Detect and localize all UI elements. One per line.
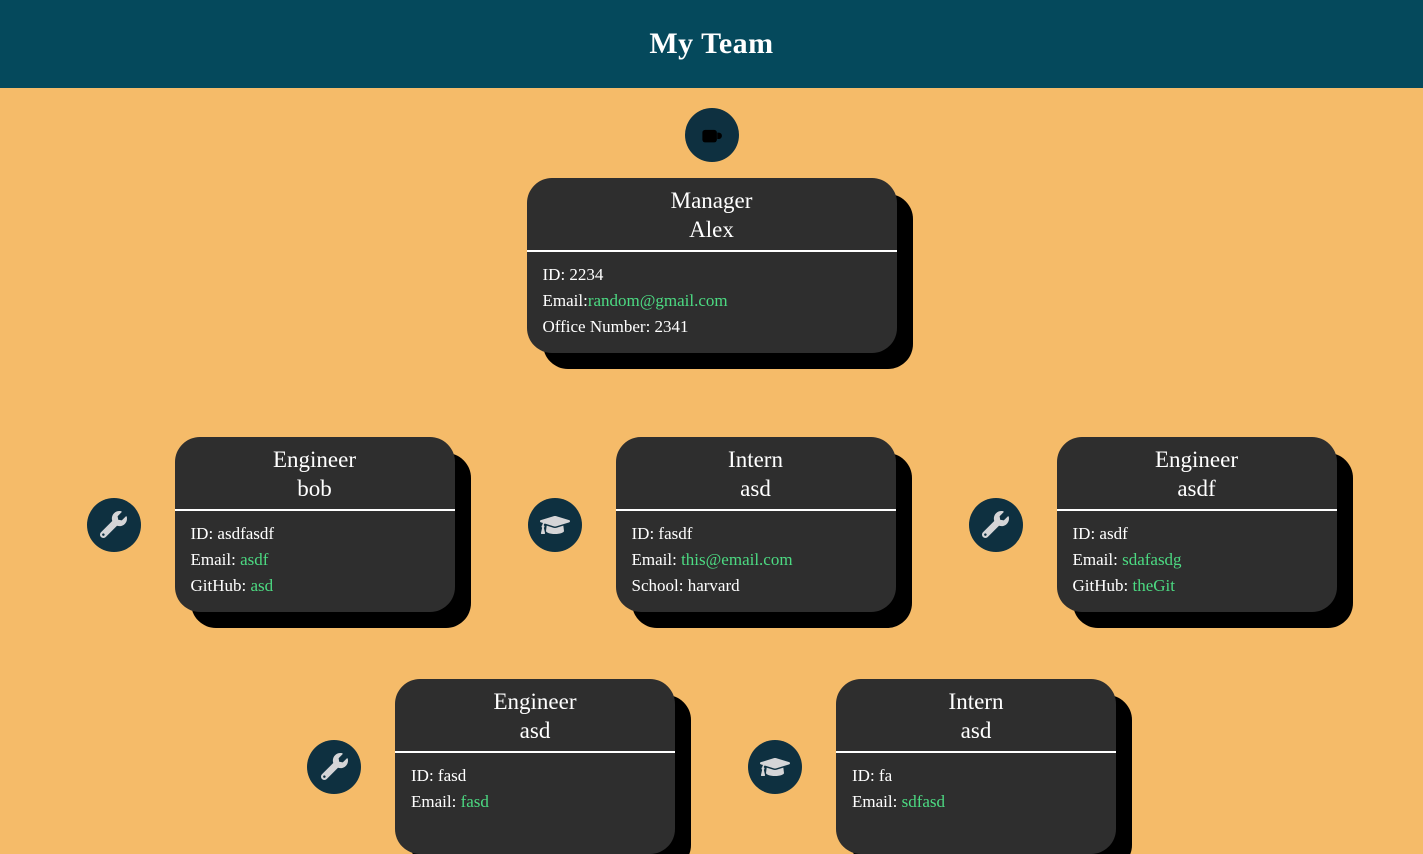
school-value: harvard <box>687 576 740 595</box>
engineer-node: Engineer asd ID: fasd Email: fasd <box>307 679 675 854</box>
member-name: asd <box>960 718 992 743</box>
detail-line: Email: fasd <box>411 792 659 812</box>
member-card-header: Manager Alex <box>526 178 897 252</box>
detail-label: ID: <box>1072 524 1100 543</box>
wrench-icon <box>86 497 141 552</box>
member-role: Engineer <box>272 447 356 472</box>
detail-line: ID: 2234 <box>543 265 881 285</box>
member-name: asd <box>519 718 551 743</box>
detail-line: Email: sdfasd <box>852 792 1100 812</box>
detail-label: Email: <box>190 550 241 569</box>
detail-line: ID: fasdf <box>632 524 880 544</box>
detail-line: GitHub: theGit <box>1073 576 1321 596</box>
member-details: ID: asdf Email: sdafasdg GitHub: theGit <box>1057 511 1337 610</box>
engineer-node: Engineer asdf ID: asdf Email: sdafasdg G… <box>968 437 1337 612</box>
detail-line: ID: fasd <box>411 766 659 786</box>
member-details: ID: 2234 Email:random@gmail.com Office N… <box>527 252 897 351</box>
detail-label: Email: <box>1072 550 1123 569</box>
email-link[interactable]: this@email.com <box>681 550 793 569</box>
detail-label: ID: <box>190 524 218 543</box>
office-number-value: 2341 <box>654 317 689 336</box>
detail-label: ID: <box>631 524 659 543</box>
detail-line: ID: asdfasdf <box>191 524 439 544</box>
graduation-cap-icon <box>748 739 802 794</box>
email-link[interactable]: sdafasdg <box>1122 550 1182 569</box>
wrench-icon <box>307 739 361 794</box>
member-card-header: Engineer asdf <box>1056 437 1337 511</box>
member-details: ID: fasd Email: fasd <box>395 753 675 826</box>
id-value: 2234 <box>569 265 604 284</box>
member-card: Engineer asdf ID: asdf Email: sdafasdg G… <box>1056 437 1337 612</box>
id-value: fa <box>878 766 893 785</box>
intern-node: Intern asd ID: fasdf Email: this@email.c… <box>527 437 896 612</box>
member-role: Engineer <box>1154 447 1238 472</box>
email-link[interactable]: random@gmail.com <box>587 291 728 310</box>
detail-line: Office Number: 2341 <box>543 317 881 337</box>
member-card-header: Engineer bob <box>174 437 455 511</box>
member-card: Engineer asd ID: fasd Email: fasd <box>395 679 675 854</box>
detail-line: GitHub: asd <box>191 576 439 596</box>
member-details: ID: fa Email: sdfasd <box>836 753 1116 826</box>
detail-label: GitHub: <box>190 576 251 595</box>
page-title: My Team <box>649 27 774 60</box>
member-name: asdf <box>1177 476 1216 501</box>
detail-label: Email: <box>631 550 682 569</box>
member-card-header: Engineer asd <box>395 679 675 753</box>
member-name: bob <box>297 476 332 501</box>
detail-line: School: harvard <box>632 576 880 596</box>
member-card: Intern asd ID: fa Email: sdfasd <box>836 679 1116 854</box>
member-card: Intern asd ID: fasdf Email: this@email.c… <box>615 437 896 612</box>
id-value: asdfasdf <box>217 524 275 543</box>
email-link[interactable]: asdf <box>240 550 269 569</box>
detail-line: ID: fa <box>852 766 1100 786</box>
github-link[interactable]: theGit <box>1132 576 1175 595</box>
graduation-cap-icon <box>527 497 582 552</box>
id-value: fasd <box>437 766 467 785</box>
detail-label: School: <box>631 576 688 595</box>
email-link[interactable]: sdfasd <box>901 792 946 811</box>
engineer-node: Engineer bob ID: asdfasdf Email: asdf Gi… <box>86 437 455 612</box>
member-card-header: Intern asd <box>836 679 1116 753</box>
team-row-1: Engineer bob ID: asdfasdf Email: asdf Gi… <box>0 437 1423 612</box>
member-details: ID: asdfasdf Email: asdf GitHub: asd <box>175 511 455 610</box>
manager-node: Manager Alex ID: 2234 Email:random@gmail… <box>0 108 1423 353</box>
team-row-2: Engineer asd ID: fasd Email: fasd Intern… <box>0 679 1423 854</box>
member-role: Intern <box>728 447 783 472</box>
detail-label: Email: <box>852 792 902 811</box>
detail-label: ID: <box>411 766 438 785</box>
id-value: fasdf <box>658 524 693 543</box>
member-name: asd <box>740 476 771 501</box>
email-link[interactable]: fasd <box>460 792 489 811</box>
member-card: Manager Alex ID: 2234 Email:random@gmail… <box>526 178 897 353</box>
member-card: Engineer bob ID: asdfasdf Email: asdf Gi… <box>174 437 455 612</box>
github-link[interactable]: asd <box>250 576 274 595</box>
coffee-mug-icon <box>684 108 739 162</box>
member-role: Intern <box>948 689 1004 714</box>
wrench-icon <box>968 497 1023 552</box>
detail-label: Email: <box>542 291 588 310</box>
member-role: Manager <box>670 188 753 213</box>
member-name: Alex <box>689 217 734 242</box>
member-card-header: Intern asd <box>615 437 896 511</box>
detail-line: Email:random@gmail.com <box>543 291 881 311</box>
detail-line: Email: asdf <box>191 550 439 570</box>
detail-line: Email: sdafasdg <box>1073 550 1321 570</box>
detail-label: Office Number: <box>542 317 655 336</box>
app-header: My Team <box>0 0 1423 88</box>
org-chart: Manager Alex ID: 2234 Email:random@gmail… <box>0 108 1423 854</box>
intern-node: Intern asd ID: fa Email: sdfasd <box>748 679 1116 854</box>
id-value: asdf <box>1099 524 1128 543</box>
detail-label: GitHub: <box>1072 576 1133 595</box>
detail-label: ID: <box>852 766 879 785</box>
member-details: ID: fasdf Email: this@email.com School: … <box>616 511 896 610</box>
detail-label: ID: <box>542 265 570 284</box>
member-role: Engineer <box>493 689 577 714</box>
detail-label: Email: <box>411 792 461 811</box>
detail-line: ID: asdf <box>1073 524 1321 544</box>
detail-line: Email: this@email.com <box>632 550 880 570</box>
